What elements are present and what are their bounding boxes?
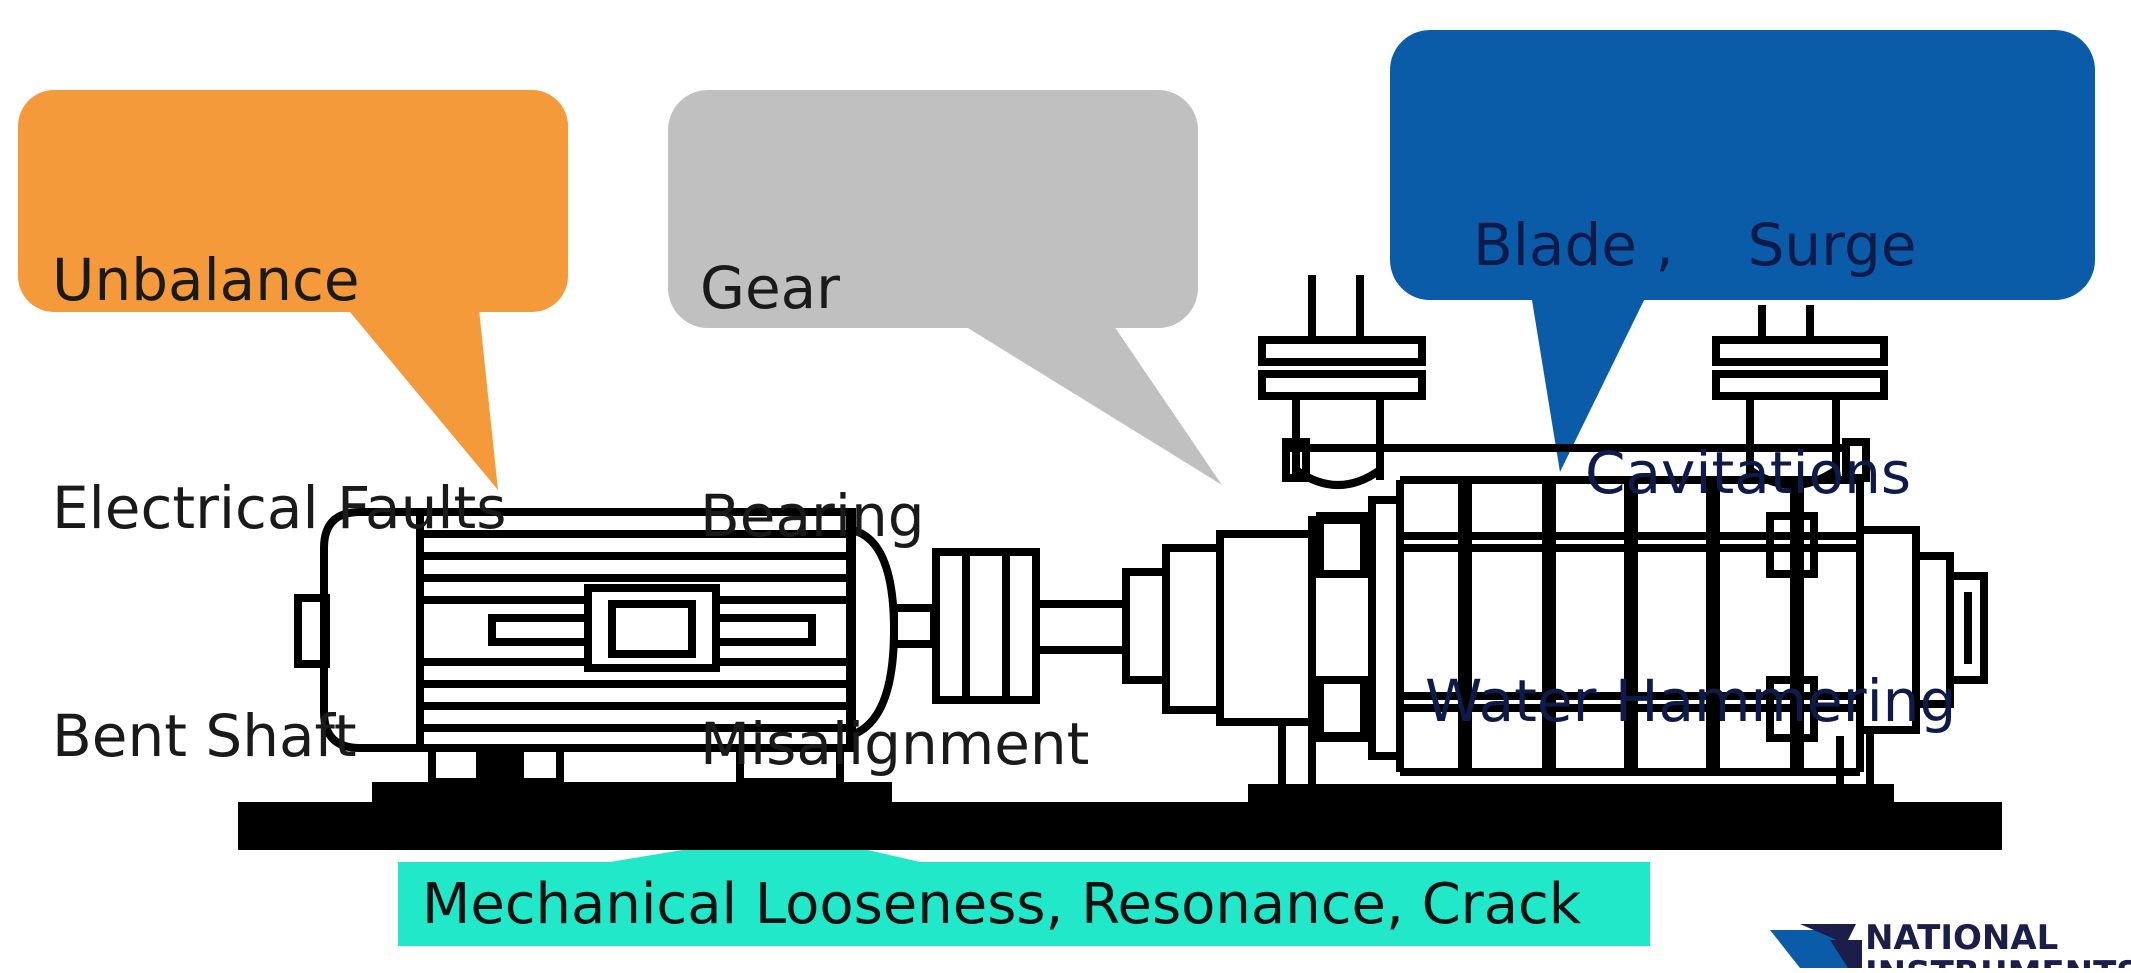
logo-wordmark: NATIONAL INSTRUMENTS xyxy=(1865,920,2131,968)
coupling-fault-item: Gear xyxy=(700,254,841,322)
pump-motor-drawing xyxy=(238,275,2002,850)
coupling-faults-list: Gear Bearing Misalignment xyxy=(700,98,1089,858)
pump-faults-list: Blade , Surge Cavitations Water Hammerin… xyxy=(1425,55,1956,815)
coupling-fault-item: Misalignment xyxy=(700,710,1090,778)
motor-fault-item: Unbalance xyxy=(52,246,360,314)
coupling-fault-item: Bearing xyxy=(700,482,925,550)
pump-callout-bubble xyxy=(1390,30,2095,472)
national-instruments-logo-mark xyxy=(1770,924,1862,968)
logo-line-1: NATIONAL xyxy=(1865,918,2059,958)
coupling-callout-bubble xyxy=(668,90,1222,485)
motor-callout-bubble xyxy=(18,90,568,490)
pump-fault-item: Blade , Surge xyxy=(1473,211,1917,279)
base-faults-label: Mechanical Looseness, Resonance, Crack xyxy=(422,872,1582,937)
motor-fault-item: Bent Shaft xyxy=(52,702,357,770)
pump-fault-item: Cavitations xyxy=(1585,439,1912,507)
national-instruments-logo: NATIONAL INSTRUMENTS xyxy=(1770,918,2131,968)
motor-fault-item: Electrical Faults xyxy=(52,474,507,542)
motor-faults-list: Unbalance Electrical Faults Bent Shaft xyxy=(52,90,506,850)
base-callout-bubble xyxy=(398,832,1650,946)
logo-line-2: INSTRUMENTS xyxy=(1865,954,2131,968)
pump-fault-item: Water Hammering xyxy=(1425,667,1957,735)
